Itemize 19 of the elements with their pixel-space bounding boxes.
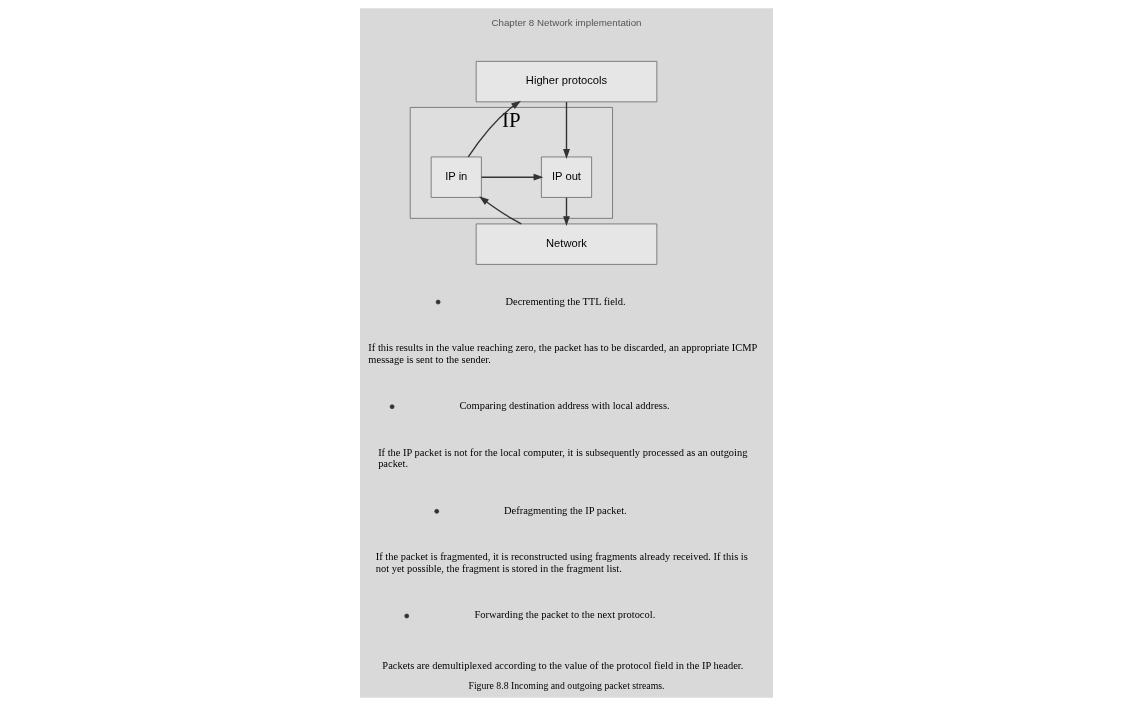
label: If this results in the value reaching zero, the packet has to be discarded, an appropriate ICMP message is sent to the sender. — [368, 341, 758, 365]
arrow — [563, 196, 570, 226]
label: If the IP packet is not for the local computer, it is subsequently processed as an outgoing packet. — [378, 446, 748, 470]
label: Chapter 8 Network implementation — [491, 17, 642, 29]
label: If the packet is fragmented, it is reconstructed using fragments already received. If this is not yet possible, the fragment is stored in the fragment list. — [375, 551, 748, 575]
node-box: IP in — [430, 156, 482, 198]
label: Decrementing the TTL field. — [505, 295, 626, 307]
node-box: Higher protocols — [475, 61, 658, 103]
label: Packets are demultiplexed according to the value of the protocol field in the IP header. — [382, 659, 744, 671]
node-box: Network — [475, 223, 658, 265]
label: Comparing destination address with local address. — [459, 400, 670, 412]
arrow — [563, 101, 570, 159]
arrow — [479, 196, 522, 225]
arrow — [480, 173, 544, 181]
node-box: IP out — [541, 156, 592, 198]
label: Defragmenting the IP packet. — [504, 504, 627, 516]
label: Forwarding the packet to the next protocol. — [474, 609, 656, 621]
caption: Figure 8.8 Incoming and outgoing packet streams. — [468, 680, 665, 692]
arrow — [467, 100, 522, 158]
